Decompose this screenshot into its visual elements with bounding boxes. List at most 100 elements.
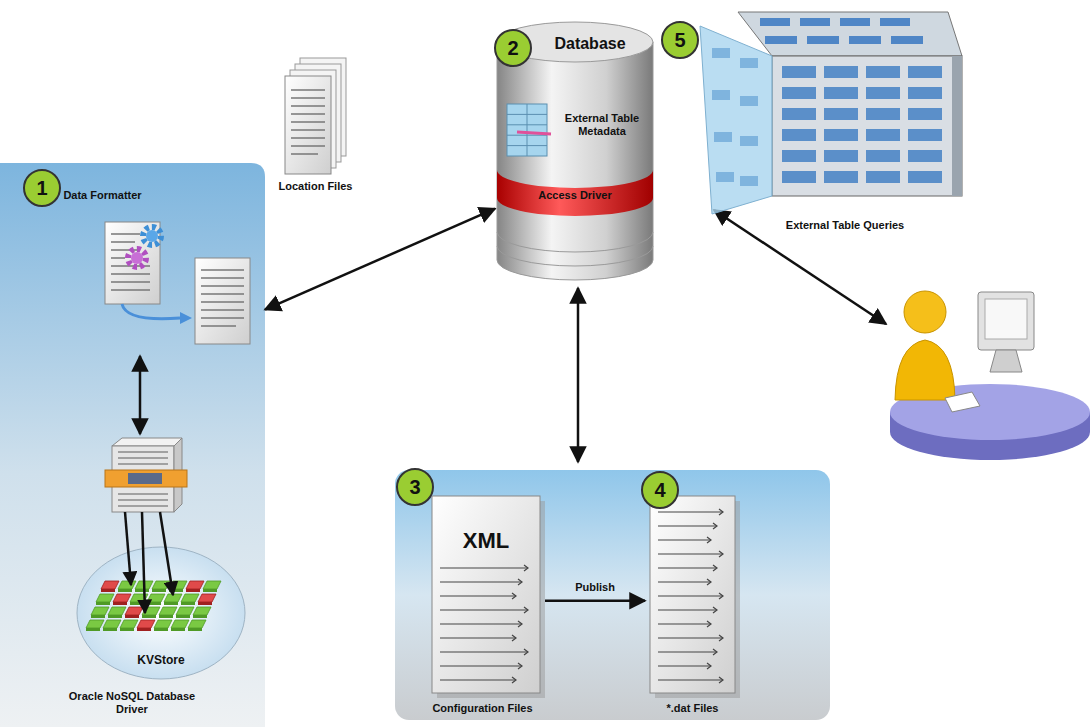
data-block [171, 620, 189, 628]
result-cell [782, 150, 816, 162]
formatter-documents-part [201, 270, 244, 326]
cylinder-body [497, 42, 653, 280]
query-results-icon-part-part [712, 48, 730, 58]
callout-circle: 2 [494, 29, 532, 67]
query-results-icon-part [772, 56, 962, 196]
data-block-side [147, 602, 161, 605]
callout-circle: 4 [641, 471, 679, 509]
text-place: External Table Metadata [553, 112, 651, 138]
server-icon-part [112, 438, 182, 446]
user-at-desk-icon-part [895, 340, 955, 400]
server-icon-part-part [118, 505, 168, 507]
node-text: XML [432, 528, 540, 554]
formatter-driver-arrow [140, 356, 141, 434]
query-results-icon-part [738, 12, 962, 56]
callout-number: 5 [663, 23, 697, 57]
text-line-head [524, 649, 528, 655]
text-line [440, 623, 522, 624]
location-files-icon-part-part [291, 129, 325, 131]
server-icon-part [105, 470, 187, 487]
result-cell [824, 108, 858, 120]
connector-arrow [265, 209, 495, 310]
node-text: Access Driver [495, 189, 655, 202]
result-cell [866, 171, 900, 183]
label-place: External Table Queries [740, 219, 950, 232]
text-line [658, 609, 717, 610]
query-results-icon-part-part [716, 172, 734, 182]
result-cell [866, 108, 900, 120]
result-cell [866, 150, 900, 162]
query-results-icon-part-part [891, 36, 923, 44]
cylinder-ring [497, 246, 653, 266]
driver-panel: Data FormatterOracle NoSQL Database Driv… [0, 163, 265, 727]
database-files-arrow [578, 288, 579, 462]
data-block [113, 594, 131, 602]
data-block [164, 594, 182, 602]
data-block [186, 581, 204, 589]
location-files-icon-part-part [291, 105, 325, 107]
data-block [118, 581, 136, 589]
location-files-icon-part-part [291, 121, 325, 123]
text-line [440, 637, 516, 638]
data-block [154, 620, 172, 628]
data-block [120, 620, 138, 628]
data-block-side [181, 602, 195, 605]
location-files-icon-part-part [291, 145, 325, 147]
text-place: KVStore [85, 653, 237, 667]
query-results-icon-part-part [880, 18, 910, 26]
query-results-icon-part-part [800, 18, 830, 26]
data-block [125, 607, 143, 615]
data-block-side [86, 628, 100, 631]
text-place: XML [432, 528, 540, 554]
formatter-documents-part [105, 222, 160, 304]
edge-label-place: Publish [550, 581, 640, 594]
data-block [86, 620, 104, 628]
query-results-icon-part-part [740, 58, 758, 68]
data-block-side [118, 589, 132, 592]
data-block-side [135, 589, 149, 592]
data-block [198, 594, 216, 602]
location-files-icon-part-part [291, 113, 325, 115]
data-block-side [91, 615, 105, 618]
query-results-icon-part [952, 56, 962, 196]
data-block [96, 594, 114, 602]
text-line-head [707, 663, 711, 669]
query-results-icon-part-part [840, 18, 870, 26]
data-block [108, 607, 126, 615]
formatter-documents-part-part [111, 257, 125, 259]
data-block-side [188, 628, 202, 631]
database-files-arrow-part [577, 288, 580, 462]
label-place: Location Files [268, 180, 363, 193]
table-grid [527, 104, 528, 156]
callout-circle: 5 [661, 21, 699, 59]
node-text: Configuration Files [420, 702, 545, 715]
text-line [440, 581, 522, 582]
data-block-side [113, 602, 127, 605]
callout-number: 2 [496, 31, 530, 65]
files-panel-ground [395, 470, 830, 720]
text-line [658, 525, 717, 526]
formatter-documents-part-part [201, 285, 244, 287]
result-cell [824, 171, 858, 183]
icon-label: External Table Queries [740, 219, 950, 232]
server-icon [105, 438, 187, 512]
text-line-head [524, 607, 528, 613]
text-line [658, 623, 711, 624]
result-cell [866, 66, 900, 78]
query-results-icon-part-part [760, 18, 790, 26]
files-panel-ground-part [395, 470, 830, 720]
text-line-head [719, 509, 723, 515]
text-line [658, 595, 723, 596]
text-place: *.dat Files [645, 702, 740, 715]
result-cell [782, 87, 816, 99]
server-icon-part-part [118, 493, 168, 495]
text-line [658, 665, 711, 666]
text-place: Oracle NoSQL Database Driver [62, 690, 202, 716]
text-place: Access Driver [495, 189, 655, 202]
result-cell [908, 129, 942, 141]
user-at-desk-icon-part [945, 392, 980, 412]
data-block-side [152, 589, 166, 592]
user-at-desk-icon-part [978, 292, 1034, 350]
callout-number: 1 [25, 171, 59, 205]
formatter-documents-part-part [111, 273, 150, 275]
